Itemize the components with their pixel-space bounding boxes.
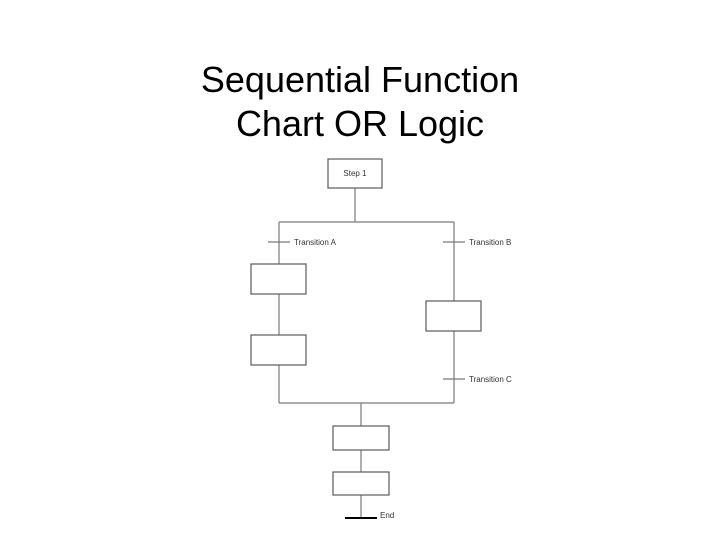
slide-title: Sequential Function Chart OR Logic xyxy=(0,58,720,146)
step-boxes xyxy=(250,158,482,496)
step-1-label: Step 1 xyxy=(343,169,367,178)
step-1-box xyxy=(327,158,383,189)
left-step-box-1 xyxy=(250,263,307,295)
connector-lines xyxy=(278,188,455,518)
transition-c-label: Transition C xyxy=(469,375,512,384)
transition-b-label: Transition B xyxy=(469,238,511,247)
title-line-2: Chart OR Logic xyxy=(235,103,485,144)
end-label: End xyxy=(380,511,394,520)
right-step-box xyxy=(425,300,482,332)
title-line-1: Sequential Function xyxy=(200,59,520,100)
merge-step-box-2 xyxy=(332,471,390,496)
transition-a-label: Transition A xyxy=(294,238,337,247)
merge-step-box-1 xyxy=(332,425,390,451)
transition-ticks xyxy=(268,241,465,380)
left-step-box-2 xyxy=(250,334,307,366)
